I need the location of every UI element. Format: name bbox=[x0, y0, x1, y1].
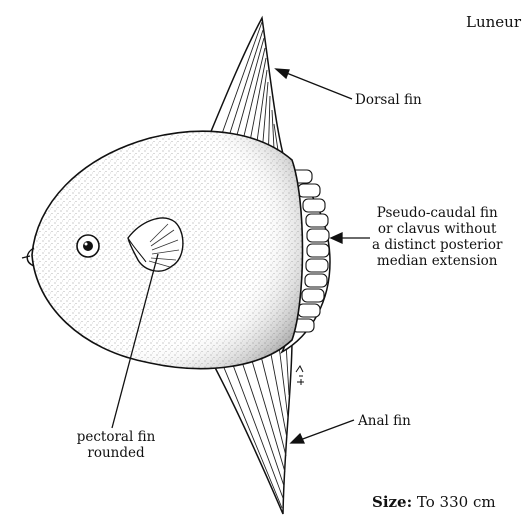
dorsal-fin-label: Dorsal fin bbox=[355, 92, 422, 108]
artist-signature bbox=[296, 366, 304, 385]
pseudo-caudal-fin-label: Pseudo-caudal fin or clavus without a di… bbox=[372, 205, 502, 269]
pseudo-caudal-line-3: a distinct posterior bbox=[372, 237, 502, 253]
pseudo-caudal-line-4: median extension bbox=[372, 253, 502, 269]
dorsal-fin-arrow bbox=[284, 72, 352, 99]
size-caption: Size: To 330 cm bbox=[372, 494, 496, 510]
page-title: Luneur bbox=[466, 14, 521, 30]
pseudo-caudal-line-1: Pseudo-caudal fin bbox=[372, 205, 502, 221]
fish-eye bbox=[77, 235, 99, 257]
size-label: Size: bbox=[372, 493, 412, 511]
pectoral-line-1: pectoral fin bbox=[56, 429, 176, 445]
pseudo-caudal-line-2: or clavus without bbox=[372, 221, 502, 237]
anal-fin-arrow bbox=[300, 420, 354, 440]
pectoral-fin-label: pectoral fin rounded bbox=[56, 429, 176, 461]
size-value: To 330 cm bbox=[417, 493, 496, 511]
anal-fin-label: Anal fin bbox=[358, 413, 411, 429]
pectoral-line-2: rounded bbox=[56, 445, 176, 461]
